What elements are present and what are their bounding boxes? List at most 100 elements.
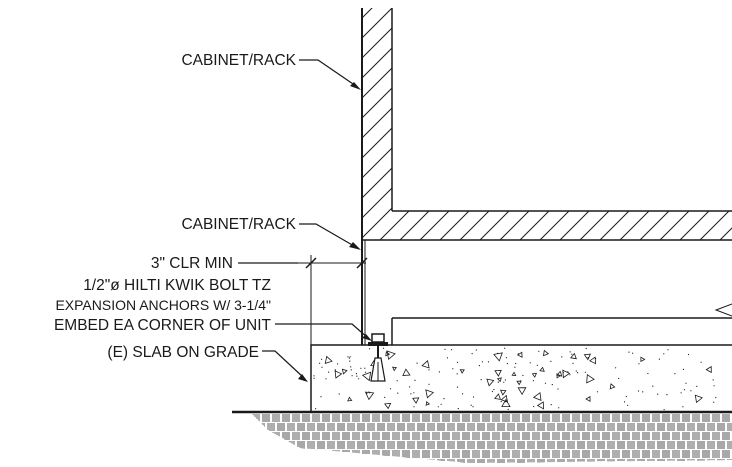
stipple-dot xyxy=(364,367,366,369)
stipple-dot xyxy=(569,351,571,353)
earth-hatch-cell xyxy=(467,441,475,449)
earth-hatch-cell xyxy=(332,450,340,458)
earth-hatch-cell xyxy=(562,432,570,440)
earth-hatch-cell xyxy=(392,450,400,458)
earth-hatch xyxy=(252,414,732,463)
earth-hatch-cell xyxy=(587,423,595,431)
earth-hatch-cell xyxy=(417,441,425,449)
earth-hatch-cell xyxy=(522,450,530,458)
earth-hatch-cell xyxy=(562,414,570,422)
earth-hatch-cell xyxy=(412,414,420,422)
label-cabinet-top: CABINET/RACK xyxy=(181,52,296,69)
earth-hatch-cell xyxy=(432,432,440,440)
earth-hatch-cell xyxy=(727,423,732,431)
earth-hatch-cell xyxy=(332,414,340,422)
stipple-dot xyxy=(428,383,430,385)
stipple-dot xyxy=(658,358,661,360)
stipple-dot xyxy=(577,372,579,374)
anchor-washer xyxy=(368,342,388,346)
earth-hatch-cell xyxy=(407,423,415,431)
stipple-dot xyxy=(337,363,339,365)
earth-hatch-cell xyxy=(372,432,380,440)
anchor-nut xyxy=(371,333,385,343)
stipple-dot xyxy=(338,393,340,395)
earth-hatch-cell xyxy=(607,423,615,431)
earth-hatch-cell xyxy=(512,432,520,440)
stipple-dot xyxy=(575,370,577,372)
stipple-dot xyxy=(683,389,686,391)
earth-hatch-cell xyxy=(692,414,700,422)
earth-hatch-cell xyxy=(637,459,645,463)
earth-hatch-cell xyxy=(287,441,295,449)
stipple-dot xyxy=(685,382,687,384)
stipple-dot xyxy=(517,353,520,355)
earth-hatch-cell xyxy=(712,432,720,440)
stipple-dot xyxy=(409,386,411,388)
aggregate-stone xyxy=(542,349,550,357)
stipple-dot xyxy=(550,360,552,362)
earth-hatch-cell xyxy=(697,441,705,449)
stipple-dot xyxy=(551,384,553,386)
stipple-dot xyxy=(504,347,506,349)
earth-section xyxy=(232,410,732,463)
stipple-dot xyxy=(595,357,597,360)
earth-hatch-cell xyxy=(567,441,575,449)
earth-hatch-cell xyxy=(517,441,525,449)
earth-hatch-cell xyxy=(667,459,675,463)
earth-hatch-cell xyxy=(647,459,655,463)
stipple-dot xyxy=(413,392,415,394)
earth-hatch-cell xyxy=(687,459,695,463)
aggregate-stone xyxy=(402,368,411,376)
stipple-dot xyxy=(696,385,698,387)
earth-hatch-cell xyxy=(392,414,400,422)
stipple-dot xyxy=(585,347,587,350)
aggregate-stone xyxy=(517,387,527,396)
aggregate-stone xyxy=(501,398,511,407)
earth-hatch-cell xyxy=(642,414,650,422)
stipple-dot xyxy=(680,392,682,394)
earth-hatch-cell xyxy=(642,450,650,458)
stipple-dot xyxy=(450,349,453,351)
earth-hatch-cell xyxy=(302,414,310,422)
stipple-dot xyxy=(348,357,350,359)
aggregate-stone xyxy=(494,393,502,400)
earth-hatch-cell xyxy=(662,414,670,422)
stipple-dot xyxy=(529,362,531,364)
earth-hatch-cell xyxy=(402,432,410,440)
earth-hatch-cell xyxy=(562,450,570,458)
earth-hatch-cell xyxy=(387,423,395,431)
earth-hatch-cell xyxy=(697,459,705,463)
earth-hatch-cell xyxy=(447,441,455,449)
stipple-dot xyxy=(334,370,337,372)
earth-hatch-cell xyxy=(372,414,380,422)
label-anchor-line3: EMBED EA CORNER OF UNIT xyxy=(54,317,272,334)
earth-hatch-cell xyxy=(627,441,635,449)
earth-hatch-cell xyxy=(682,432,690,440)
leader-anchor-arrow xyxy=(362,334,372,341)
earth-hatch-cell xyxy=(552,450,560,458)
earth-hatch-cell xyxy=(527,423,535,431)
earth-hatch-cell xyxy=(437,441,445,449)
earth-hatch-cell xyxy=(707,459,715,463)
earth-hatch-cell xyxy=(487,423,495,431)
stipple-dot xyxy=(562,371,564,374)
stipple-dot xyxy=(572,362,574,364)
earth-hatch-cell xyxy=(617,423,625,431)
earth-hatch-cell xyxy=(582,414,590,422)
stipple-dot xyxy=(682,406,684,408)
stipple-dot xyxy=(368,391,370,393)
earth-hatch-cell xyxy=(507,459,515,463)
earth-hatch-cell xyxy=(542,450,550,458)
earth-hatch-cell xyxy=(552,414,560,422)
earth-hatch-cell xyxy=(272,450,280,458)
earth-hatch-cell xyxy=(587,441,595,449)
aggregate-stone xyxy=(609,383,616,390)
earth-hatch-cell xyxy=(632,414,640,422)
earth-hatch-cell xyxy=(257,423,265,431)
earth-hatch-cell xyxy=(677,441,685,449)
stipple-dot xyxy=(382,347,385,349)
earth-hatch-cell xyxy=(532,432,540,440)
stipple-dot xyxy=(472,406,474,408)
earth-hatch-cell xyxy=(307,423,315,431)
earth-hatch-cell xyxy=(702,414,710,422)
